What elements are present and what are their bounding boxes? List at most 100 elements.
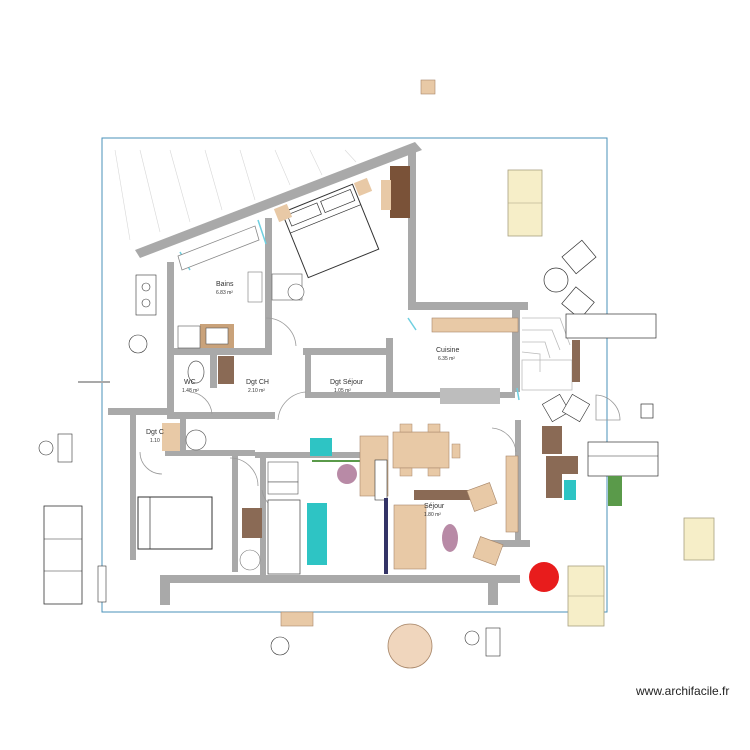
chair-pair-2 <box>561 393 591 423</box>
room-area-dgtsejour: 1.05 m² <box>334 388 351 394</box>
chair-out-2 <box>561 286 595 320</box>
nightstand-2 <box>353 177 373 197</box>
dining-table <box>392 431 450 469</box>
desk-chair-left <box>38 433 73 463</box>
watermark[interactable]: www.archifacile.fr <box>636 684 730 698</box>
wall-divider-dark <box>384 498 388 574</box>
door-right <box>595 394 621 421</box>
sofa-long <box>393 504 427 570</box>
sink <box>205 327 229 345</box>
kitchen-island <box>440 388 500 404</box>
chair-2 <box>239 549 261 571</box>
room-area-dgtch: 2.10 m² <box>248 388 265 394</box>
wall-bath-left <box>167 262 174 412</box>
wall-bottom <box>160 575 520 583</box>
garden-bench <box>587 441 659 477</box>
grill-left <box>135 274 157 316</box>
bathroom <box>177 225 263 349</box>
armchair-1 <box>466 482 498 512</box>
staircase <box>521 317 573 391</box>
round-stool-left <box>128 334 148 354</box>
small-box-out <box>640 403 654 419</box>
wall-wc-right <box>210 352 217 388</box>
chair-master <box>287 283 305 301</box>
chair-pair-1 <box>541 393 571 423</box>
square-tile-top <box>420 79 436 95</box>
pillow-1 <box>286 202 322 227</box>
room-label-dgtsejour: Dgt Séjour <box>330 379 364 386</box>
coffee-table <box>442 524 458 552</box>
exterior-hatching <box>114 149 357 241</box>
room-area-wc: 1.48 m² <box>182 388 199 394</box>
bathroom-2 <box>267 461 327 575</box>
bathtub <box>177 225 260 271</box>
room-labels: Bains 6.83 m² WC 1.48 m² Dgt CH 2.10 m² … <box>146 281 459 518</box>
wall-kitchen-left <box>386 338 393 398</box>
door-dgtch <box>277 391 307 421</box>
diagonal-wall <box>135 142 422 258</box>
wall-dgtc-right <box>180 415 186 455</box>
toilet-bowl <box>187 360 205 384</box>
outdoor-items <box>38 79 715 669</box>
room-area-bains: 6.83 m² <box>216 290 233 296</box>
washing-machine <box>185 429 207 451</box>
chair-out-1 <box>561 239 597 275</box>
tv-bench <box>414 490 470 500</box>
room-label-cuisine: Cuisine <box>436 347 459 354</box>
room-label-wc: WC <box>184 379 196 386</box>
armchair-2 <box>472 536 504 566</box>
wall-dgtch-bottom <box>167 412 275 419</box>
wardrobe-door <box>381 180 391 210</box>
nightstand-1 <box>273 203 293 223</box>
bath-shelf <box>247 271 263 303</box>
post-brown <box>572 340 580 382</box>
door-swings <box>139 317 621 513</box>
wall-small-h <box>165 450 255 456</box>
teal-box <box>310 438 332 456</box>
door-bath <box>265 317 297 347</box>
bed-2 <box>137 496 213 550</box>
bottom-tile <box>280 611 314 627</box>
room-label-bains: Bains <box>216 281 234 288</box>
mauve-pouf <box>337 464 357 484</box>
brown-stack-1 <box>542 426 562 454</box>
red-circle <box>529 562 559 592</box>
kitchen <box>431 317 519 404</box>
teal-mat <box>307 503 327 565</box>
wall-bottom-right <box>490 540 530 547</box>
mirror-2 <box>267 481 299 495</box>
brown-stack-3 <box>546 474 562 498</box>
teal-small <box>564 480 576 500</box>
door-bedroom <box>229 457 259 487</box>
room-label-dgtc: Dgt C <box>146 429 164 436</box>
dgtch-cabinet <box>218 356 234 384</box>
wall-post-2 <box>488 580 498 605</box>
round-table-out <box>543 267 569 293</box>
pillow-2 <box>320 188 356 214</box>
washbasin-2 <box>267 461 299 483</box>
shelf-right <box>505 455 519 533</box>
wall-bath2-left <box>260 455 266 575</box>
wall-left-stub <box>78 381 110 383</box>
wall-bed-left <box>130 412 136 560</box>
bedroom-2 <box>137 496 262 571</box>
desk-2 <box>242 508 262 538</box>
wall-right-mid <box>512 302 520 392</box>
door-wc <box>189 391 213 415</box>
wall-bath-bottom <box>167 348 272 355</box>
round-stool-bottom <box>270 636 290 656</box>
dining-chairs <box>399 423 461 477</box>
wall-sejour-dgt-left <box>305 355 311 395</box>
door-dgtc <box>139 451 163 475</box>
living-room <box>310 423 519 574</box>
desk-chair-bottom <box>464 627 501 657</box>
shower-tub <box>267 499 301 575</box>
wall-kitchen-top <box>408 302 528 310</box>
armchair-far-right <box>683 517 715 561</box>
piano <box>374 459 388 501</box>
wall-right-upper <box>408 146 416 306</box>
dgtc-cabinet <box>162 423 180 451</box>
wall-bed-top <box>108 408 168 415</box>
wall-bath-right <box>265 218 272 352</box>
